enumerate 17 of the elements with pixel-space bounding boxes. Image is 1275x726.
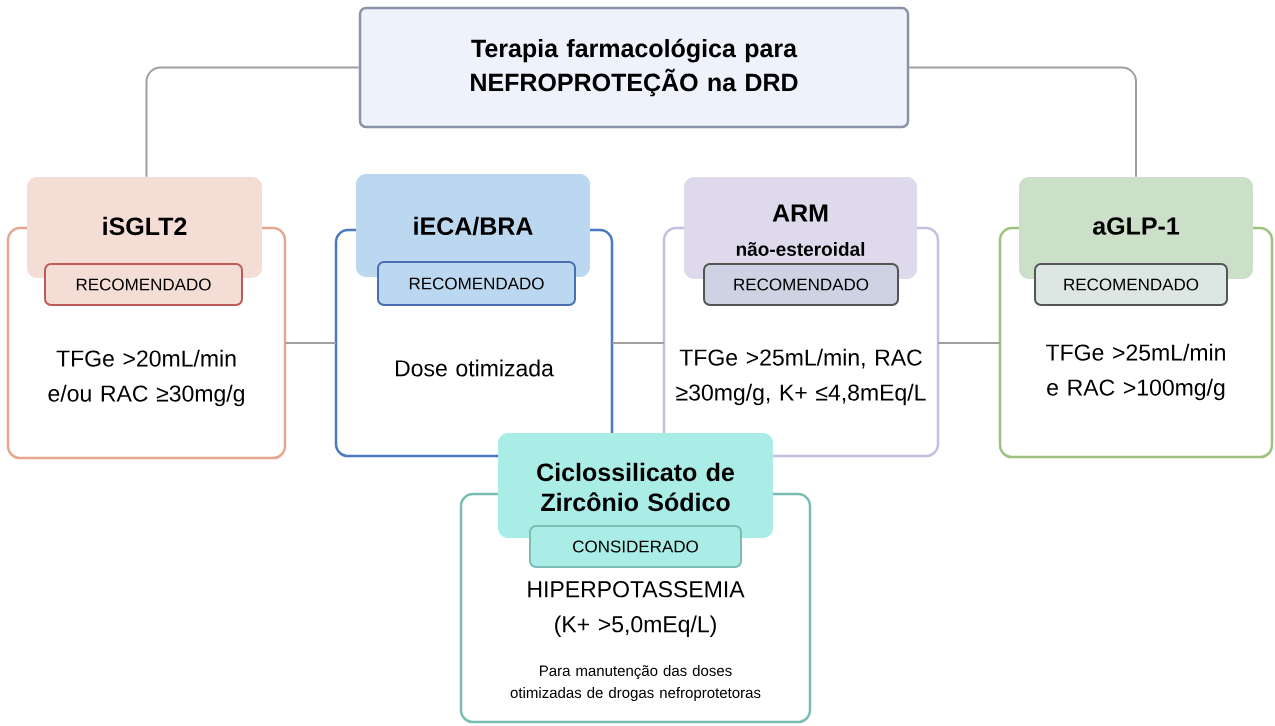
connector-line (908, 66, 1137, 178)
connector-line (284, 342, 337, 344)
badge: RECOMENDADO (44, 263, 243, 306)
badge: CONSIDERADO (529, 525, 742, 568)
badge: RECOMENDADO (1034, 263, 1228, 306)
condition-text: TFGe >25mL/min, RAC ≥30mg/g, K+ ≤4,8mEq/L (676, 348, 926, 406)
condition-text: Dose otimizada (396, 359, 554, 377)
condition-text: HIPERPOTASSEMIA (K+ >5,0mEq/L) (528, 581, 745, 637)
condition-text: TFGe >20mL/min e/ou RAC ≥30mg/g (48, 349, 244, 407)
condition-text: TFGe >25mL/min e RAC >100mg/g (1046, 343, 1225, 401)
connector-line (611, 342, 665, 344)
badge: RECOMENDADO (703, 263, 899, 306)
note-text: Para manutenção das doses otimizadas de drogas nefroprotetoras (510, 665, 761, 701)
connector-line (145, 66, 360, 178)
connector-line (937, 342, 1001, 344)
badge: RECOMENDADO (377, 261, 576, 306)
title-box: Terapia farmacológica para NEFROPROTEÇÃO na DRD (358, 6, 910, 129)
